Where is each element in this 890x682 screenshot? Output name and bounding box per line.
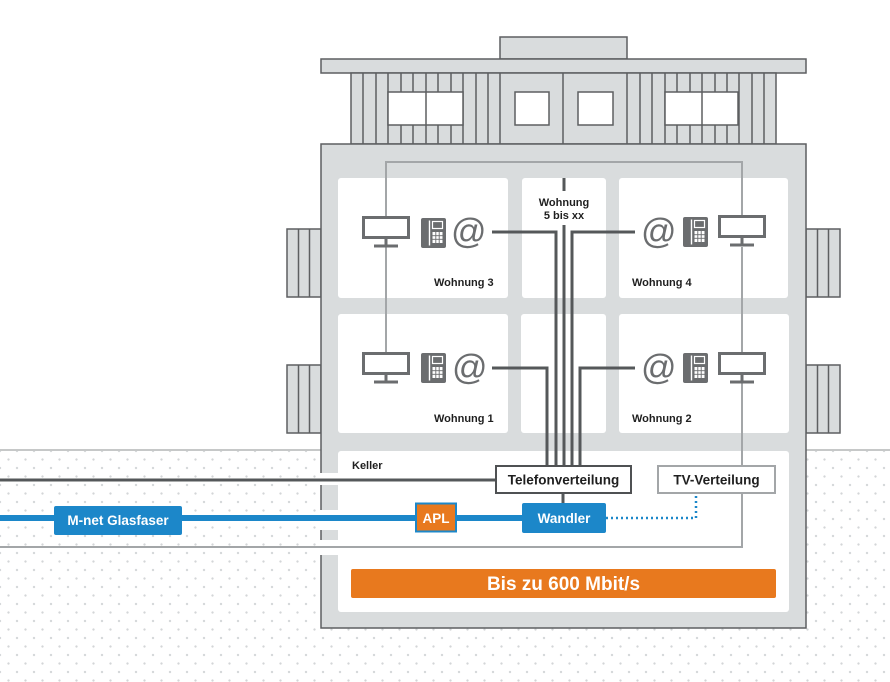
phone-cabling: [0, 178, 635, 504]
balcony-left-upper: [286, 228, 322, 298]
window: [577, 91, 614, 126]
monitor-icon: [718, 352, 766, 384]
fiber-box: M-net Glasfaser: [54, 506, 182, 535]
at-icon: @: [451, 212, 487, 251]
balcony-left-lower: [286, 364, 322, 434]
apl-box: APL: [415, 502, 457, 533]
devices-wohnung-3: @: [362, 212, 487, 251]
label-other-apartments-line2: 5 bis xx: [544, 210, 585, 222]
phone-icon: [421, 353, 446, 383]
monitor-icon: [362, 352, 410, 384]
monitor-icon: [362, 216, 410, 248]
fiber-tv-link: [606, 494, 698, 520]
window: [514, 91, 550, 126]
phone-distribution-box: Telefonverteilung: [495, 465, 632, 494]
tv-cabling: [0, 161, 743, 548]
converter-label: Wandler: [538, 511, 592, 526]
phone-distribution-label: Telefonverteilung: [508, 473, 620, 488]
label-wohnung-4: Wohnung 4: [632, 277, 693, 289]
at-icon: @: [641, 348, 677, 387]
attic-windows: [387, 91, 739, 126]
phone-icon: [421, 218, 446, 248]
at-icon: @: [641, 212, 677, 251]
label-wohnung-3: Wohnung 3: [434, 277, 494, 289]
fiber-label: M-net Glasfaser: [67, 513, 169, 528]
phone-icon: [683, 353, 708, 383]
roof: [320, 36, 807, 145]
label-keller: Keller: [352, 460, 383, 472]
converter-box: Wandler: [522, 503, 606, 533]
balcony-right-lower: [805, 364, 841, 434]
tv-distribution-label: TV-Verteilung: [673, 473, 759, 488]
balconies: [286, 228, 841, 434]
tv-distribution-box: TV-Verteilung: [657, 465, 776, 494]
roof-slab: [320, 58, 807, 74]
phone-icon: [683, 217, 708, 247]
label-other-apartments-line1: Wohnung: [539, 197, 590, 209]
speed-banner: Bis zu 600 Mbit/s: [351, 569, 776, 598]
label-wohnung-1: Wohnung 1: [434, 413, 494, 425]
roof-top-box: [499, 36, 628, 60]
devices-wohnung-4: @: [641, 212, 766, 251]
label-wohnung-2: Wohnung 2: [632, 413, 692, 425]
balcony-right-upper: [805, 228, 841, 298]
speed-banner-text: Bis zu 600 Mbit/s: [487, 574, 640, 595]
at-icon: @: [452, 348, 488, 387]
devices-wohnung-1: @: [362, 348, 488, 387]
monitor-icon: [718, 215, 766, 247]
devices-wohnung-2: @: [641, 348, 766, 387]
apl-label: APL: [423, 511, 450, 526]
